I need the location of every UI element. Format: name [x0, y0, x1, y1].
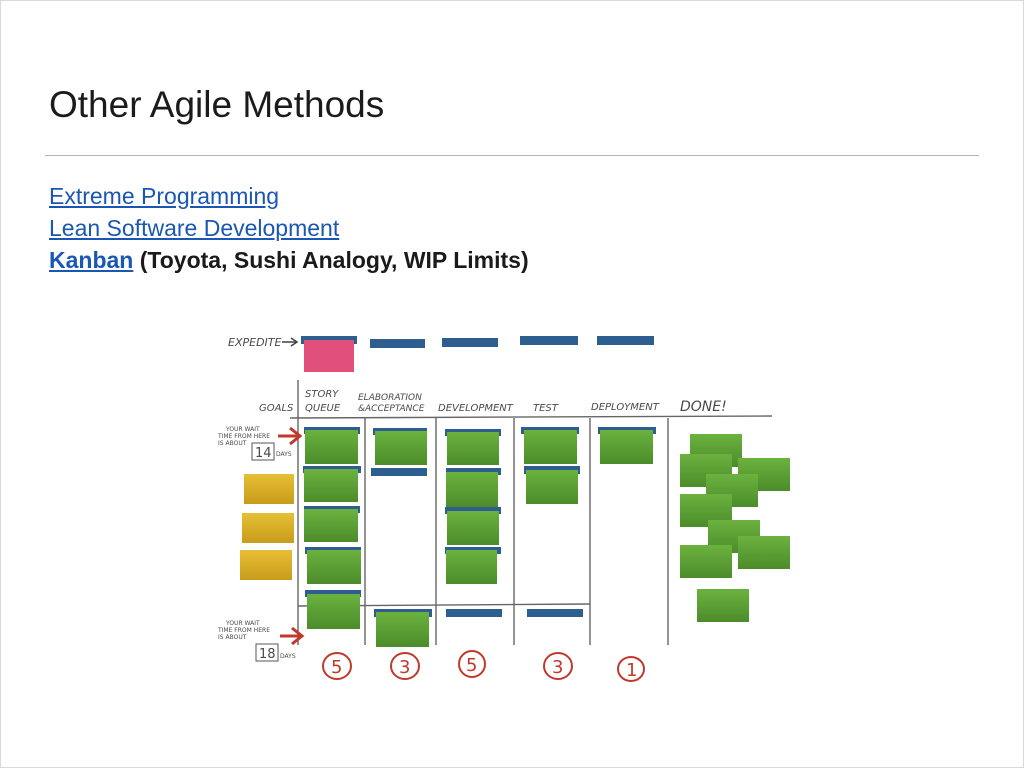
expedite-arrow [282, 337, 299, 347]
green-card [307, 594, 360, 629]
link-lean-software-development[interactable]: Lean Software Development [49, 215, 340, 241]
svg-text:IS ABOUT: IS ABOUT [218, 634, 247, 641]
svg-text:DAYS: DAYS [276, 451, 292, 458]
slide-title: Other Agile Methods [49, 84, 385, 125]
svg-text:14: 14 [255, 446, 272, 461]
green-card [446, 472, 498, 507]
svg-text:TIME FROM HERE: TIME FROM HERE [217, 627, 270, 634]
column-done: DONE! [680, 399, 727, 415]
column-story-queue-2: QUEUE [305, 403, 341, 414]
green-card [375, 431, 427, 465]
green-card [304, 509, 358, 542]
done-card [738, 536, 790, 569]
column-elaboration: ELABORATION [358, 393, 422, 403]
kanban-note: (Toyota, Sushi Analogy, WIP Limits) [139, 247, 529, 273]
bullet-list: Extreme Programming Lean Software Develo… [49, 180, 529, 276]
blue-card [305, 590, 361, 597]
wip-limit-elaboration: 3 [399, 657, 410, 678]
wait-time-bottom: YOUR WAIT TIME FROM HERE IS ABOUT 18 DAY… [217, 620, 305, 662]
title-divider [45, 155, 979, 156]
expedite-pink-card [304, 340, 354, 372]
goal-card [242, 513, 294, 543]
goal-card [244, 474, 294, 504]
expedite-blue-card [520, 336, 578, 345]
expedite-blue-card [370, 339, 425, 348]
column-goals: GOALS [259, 403, 294, 414]
green-card [526, 470, 578, 504]
green-card [376, 612, 429, 647]
link-kanban[interactable]: Kanban [49, 247, 134, 273]
expedite-label: EXPEDITE [228, 336, 282, 349]
green-card [447, 511, 499, 545]
green-card [305, 430, 358, 464]
wip-limit-development: 5 [466, 655, 477, 676]
wip-limits [322, 650, 645, 682]
column-acceptance: &ACCEPTANCE [358, 404, 425, 414]
goal-card [240, 550, 292, 580]
green-card [304, 469, 358, 502]
wait-time-top: YOUR WAIT TIME FROM HERE IS ABOUT 14 DAY… [217, 426, 303, 461]
column-test: TEST [533, 403, 559, 414]
expedite-blue-card [597, 336, 654, 345]
column-deployment: DEPLOYMENT [591, 402, 660, 413]
header-line [289, 415, 773, 419]
green-card [307, 550, 361, 584]
svg-text:IS ABOUT: IS ABOUT [218, 440, 247, 447]
svg-text:YOUR WAIT: YOUR WAIT [225, 426, 260, 433]
svg-text:YOUR WAIT: YOUR WAIT [225, 620, 260, 627]
wip-limit-deployment: 1 [626, 660, 637, 681]
blue-card [371, 468, 427, 476]
svg-text:TIME FROM HERE: TIME FROM HERE [217, 433, 270, 440]
blue-card [446, 609, 502, 617]
done-card [680, 545, 732, 578]
blue-card [446, 468, 501, 475]
svg-text:18: 18 [259, 647, 276, 662]
green-card [600, 430, 653, 464]
wip-limit-test: 3 [552, 657, 563, 678]
svg-text:DAYS: DAYS [280, 653, 296, 660]
wip-limit-story: 5 [331, 657, 342, 678]
done-card [697, 589, 749, 622]
green-card [447, 432, 499, 465]
blue-card [445, 507, 501, 514]
column-development: DEVELOPMENT [438, 403, 514, 414]
column-story-queue: STORY [305, 389, 339, 400]
blue-card [527, 609, 583, 617]
link-extreme-programming[interactable]: Extreme Programming [49, 183, 280, 209]
expedite-blue-card [442, 338, 498, 347]
green-card [524, 430, 577, 464]
green-card [446, 550, 497, 584]
